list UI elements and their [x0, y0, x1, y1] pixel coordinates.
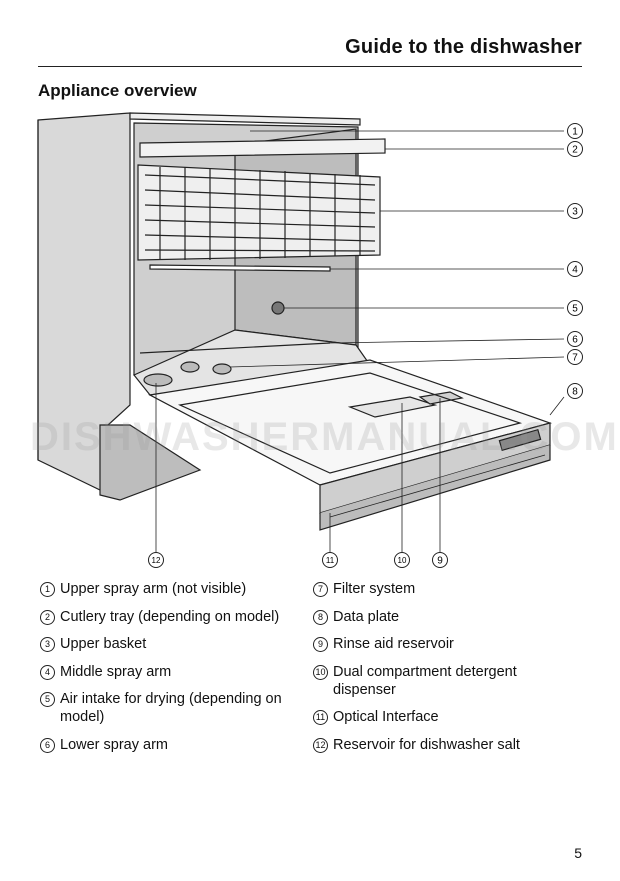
- legend-label: Rinse aid reservoir: [333, 636, 454, 652]
- legend-number: 5: [40, 692, 55, 707]
- dishwasher-illustration: 1 2 3 4 5 6 7 8 9 10 11 12: [37, 112, 583, 568]
- legend-label: Middle spray arm: [60, 663, 172, 680]
- legend-item: 5 Air intake for drying (depending on mod…: [38, 690, 300, 726]
- callout-markers: 1 2 3 4 5 6 7 8 9 10 11 12: [148, 123, 583, 568]
- page-number: 5: [574, 845, 582, 861]
- legend-number: 2: [40, 609, 55, 625]
- page-header-title: Guide to the dishwasher: [345, 36, 582, 58]
- legend-left-column: 1 Upper spray arm (not visible) 2 Cutlery …: [38, 580, 300, 763]
- callout-1: 1: [567, 123, 583, 139]
- svg-text:9: 9: [437, 556, 443, 567]
- legend-label: Data plate: [333, 608, 400, 625]
- svg-text:11: 11: [326, 556, 335, 565]
- legend-label: Dual compartment detergent dispenser: [333, 663, 517, 698]
- legend-label: Upper spray arm (not visible): [60, 581, 247, 597]
- callout-3: 3: [567, 203, 583, 219]
- legend-item: 3 Upper basket: [38, 635, 300, 653]
- legend-item: 8 Data plate: [311, 608, 581, 626]
- legend-number: 1: [40, 582, 55, 597]
- callout-6: 6: [567, 331, 583, 347]
- svg-text:12: 12: [152, 556, 161, 565]
- svg-text:8: 8: [572, 387, 578, 398]
- legend-number: 11: [313, 710, 328, 725]
- legend-item: 12 Reservoir for dishwasher salt: [311, 736, 581, 754]
- legend-number: 12: [313, 737, 328, 753]
- callout-10: 10: [394, 552, 410, 568]
- legend-item: 4 Middle spray arm: [38, 663, 300, 681]
- legend-label: Reservoir for dishwasher salt: [333, 736, 520, 753]
- callout-5: 5: [567, 300, 583, 316]
- legend-item: 9 Rinse aid reservoir: [311, 635, 581, 653]
- legend-item: 6 Lower spray arm: [38, 736, 300, 754]
- callout-11: 11: [322, 552, 338, 568]
- header-divider: [38, 66, 582, 67]
- legend-number: 6: [40, 737, 55, 753]
- callout-8: 8: [567, 383, 583, 399]
- svg-text:6: 6: [572, 335, 578, 346]
- callout-12: 12: [148, 552, 164, 568]
- svg-text:7: 7: [572, 353, 578, 364]
- legend-item: 2 Cutlery tray (depending on model): [38, 608, 300, 626]
- svg-text:10: 10: [398, 556, 407, 565]
- watermark: DISHWASHERMANUAL.COM: [30, 415, 619, 459]
- legend-item: 11 Optical Interface: [311, 708, 581, 726]
- legend-item: 7 Filter system: [311, 580, 581, 598]
- legend-right-column: 7 Filter system 8 Data plate 9 Rinse aid re…: [311, 580, 581, 763]
- legend-number: 9: [313, 637, 328, 652]
- svg-text:1: 1: [572, 127, 578, 138]
- legend-label: Filter system: [333, 581, 416, 597]
- svg-text:2: 2: [572, 145, 578, 156]
- svg-text:5: 5: [572, 304, 578, 315]
- section-title: Appliance overview: [38, 81, 197, 100]
- legend-label: Lower spray arm: [60, 736, 168, 753]
- callout-2: 2: [567, 141, 583, 157]
- svg-text:4: 4: [572, 265, 578, 276]
- legend-number: 4: [40, 664, 55, 680]
- legend-item: 10 Dual compartment detergent dispenser: [311, 663, 581, 699]
- legend-number: 7: [313, 582, 328, 597]
- legend-label: Air intake for drying (depending on mode…: [60, 691, 282, 725]
- legend-label: Cutlery tray (depending on model): [60, 608, 280, 625]
- legend-number: 3: [40, 637, 55, 652]
- callout-4: 4: [567, 261, 583, 277]
- legend-number: 8: [313, 609, 328, 625]
- legend-label: Upper basket: [60, 636, 147, 652]
- svg-text:3: 3: [572, 207, 578, 218]
- legend-number: 10: [313, 664, 328, 680]
- callout-7: 7: [567, 349, 583, 365]
- legend-item: 1 Upper spray arm (not visible): [38, 580, 300, 598]
- legend-label: Optical Interface: [333, 709, 439, 725]
- callout-9: 9: [432, 552, 448, 568]
